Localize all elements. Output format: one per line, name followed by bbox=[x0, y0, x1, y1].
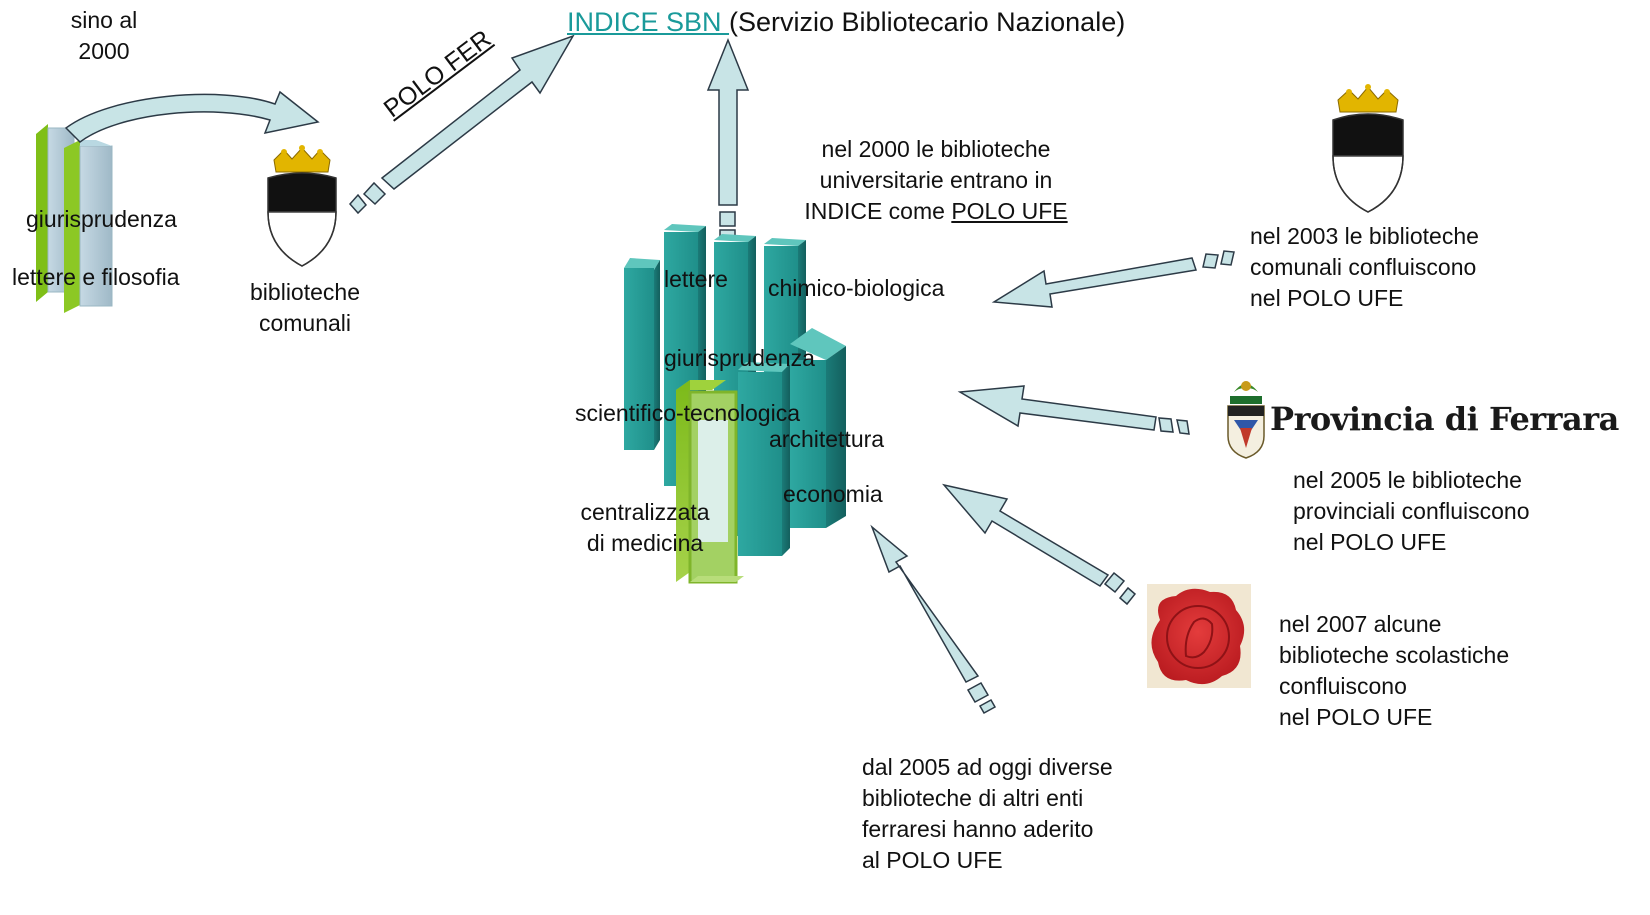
until-line-1: sino al bbox=[70, 7, 138, 33]
municipal-line-1: biblioteche bbox=[250, 279, 360, 305]
building-lettere: lettere bbox=[664, 266, 728, 292]
note-2003-line-3: nel POLO UFE bbox=[1250, 285, 1404, 311]
note-2007: nel 2007 alcune biblioteche scolastiche … bbox=[1279, 609, 1509, 733]
medicine-line-1: centralizzata bbox=[580, 499, 710, 525]
medicine-label: centralizzata di medicina bbox=[570, 497, 720, 559]
note-2005-province: nel 2005 le biblioteche provinciali conf… bbox=[1293, 465, 1530, 558]
until-2000-label: sino al 2000 bbox=[60, 5, 148, 67]
municipal-line-2: comunali bbox=[258, 310, 352, 336]
indice-arrow bbox=[706, 37, 750, 239]
building-chimico-biologica: chimico-biologica bbox=[768, 275, 945, 301]
note-other-line-1: dal 2005 ad oggi diverse bbox=[862, 754, 1113, 780]
note-2005-line-1: nel 2005 le biblioteche bbox=[1293, 467, 1522, 493]
medicine-line-2: di medicina bbox=[586, 530, 704, 556]
note-2000: nel 2000 le biblioteche universitarie en… bbox=[782, 134, 1090, 227]
indice-sbn-title: INDICE SBN (Servizio Bibliotecario Nazio… bbox=[567, 7, 1125, 38]
curved-arrow bbox=[64, 90, 320, 143]
note-2000-line-3: INDICE come bbox=[804, 198, 952, 224]
polo-fer-arrow bbox=[348, 34, 575, 215]
arrow-2007-schools bbox=[941, 483, 1137, 606]
wax-seal-icon bbox=[1147, 584, 1251, 688]
note-2005-line-2: provinciali confluiscono bbox=[1293, 498, 1530, 524]
province-logo-text: Provincia di Ferrara bbox=[1270, 400, 1619, 438]
note-other-line-4: al POLO UFE bbox=[862, 847, 1003, 873]
note-other-line-3: ferraresi hanno aderito bbox=[862, 816, 1094, 842]
note-2003-line-1: nel 2003 le biblioteche bbox=[1250, 223, 1479, 249]
until-line-2: 2000 bbox=[78, 38, 130, 64]
left-books bbox=[36, 124, 113, 313]
note-2000-line-1: nel 2000 le biblioteche bbox=[821, 136, 1051, 162]
note-2007-line-3: confluiscono bbox=[1279, 673, 1407, 699]
province-crest-icon bbox=[1227, 381, 1265, 459]
building-giurisprudenza: giurisprudenza bbox=[664, 345, 815, 371]
book-label-giurisprudenza: giurisprudenza bbox=[26, 206, 177, 232]
note-2000-line-2: universitarie entrano in bbox=[819, 167, 1053, 193]
indice-sbn-subtitle: (Servizio Bibliotecario Nazionale) bbox=[729, 7, 1126, 37]
building-economia: economia bbox=[783, 481, 883, 507]
note-2003: nel 2003 le biblioteche comunali conflui… bbox=[1250, 221, 1479, 314]
building-architettura: architettura bbox=[769, 426, 885, 452]
polo-ufe-link: POLO UFE bbox=[951, 198, 1068, 224]
note-2007-line-4: nel POLO UFE bbox=[1279, 704, 1433, 730]
indice-sbn-link[interactable]: INDICE SBN bbox=[567, 7, 730, 37]
arrow-2003 bbox=[991, 250, 1235, 308]
note-2007-line-2: biblioteche scolastiche bbox=[1279, 642, 1510, 668]
ferrara-crest-icon-right bbox=[1332, 84, 1404, 213]
book-label-lettere-filosofia: lettere e filosofia bbox=[12, 264, 180, 290]
note-other-line-2: biblioteche di altri enti bbox=[862, 785, 1084, 811]
note-other-entities: dal 2005 ad oggi diverse biblioteche di … bbox=[862, 752, 1113, 876]
note-2003-line-2: comunali confluiscono bbox=[1250, 254, 1477, 280]
arrow-2005-province bbox=[957, 385, 1190, 435]
building-scientifico-tecnologica: scientifico-tecnologica bbox=[575, 400, 801, 426]
university-buildings bbox=[624, 224, 846, 584]
arrow-other-entities bbox=[870, 524, 997, 715]
note-2007-line-1: nel 2007 alcune bbox=[1279, 611, 1442, 637]
municipal-libraries-label: biblioteche comunali bbox=[238, 277, 372, 339]
ferrara-crest-icon bbox=[267, 145, 337, 267]
note-2005-line-3: nel POLO UFE bbox=[1293, 529, 1447, 555]
